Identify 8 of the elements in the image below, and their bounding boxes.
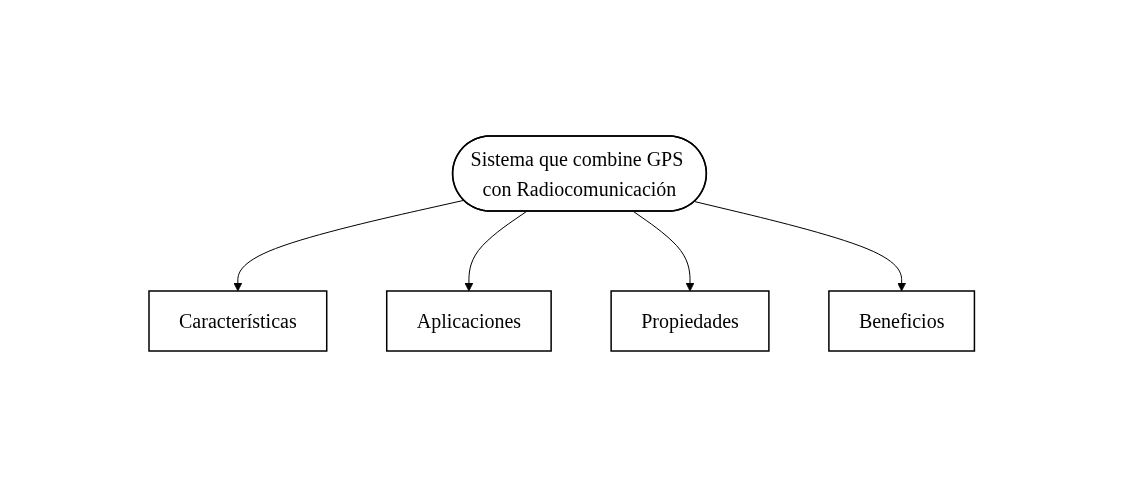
arrow [464, 210, 527, 291]
node-box: Beneficios [827, 289, 975, 352]
arrow [233, 199, 465, 291]
arrow [694, 200, 906, 291]
node-box: Propiedades [610, 289, 770, 352]
node-box: Características [148, 289, 328, 352]
arrow [632, 210, 695, 291]
node-box: Aplicaciones [385, 289, 552, 352]
